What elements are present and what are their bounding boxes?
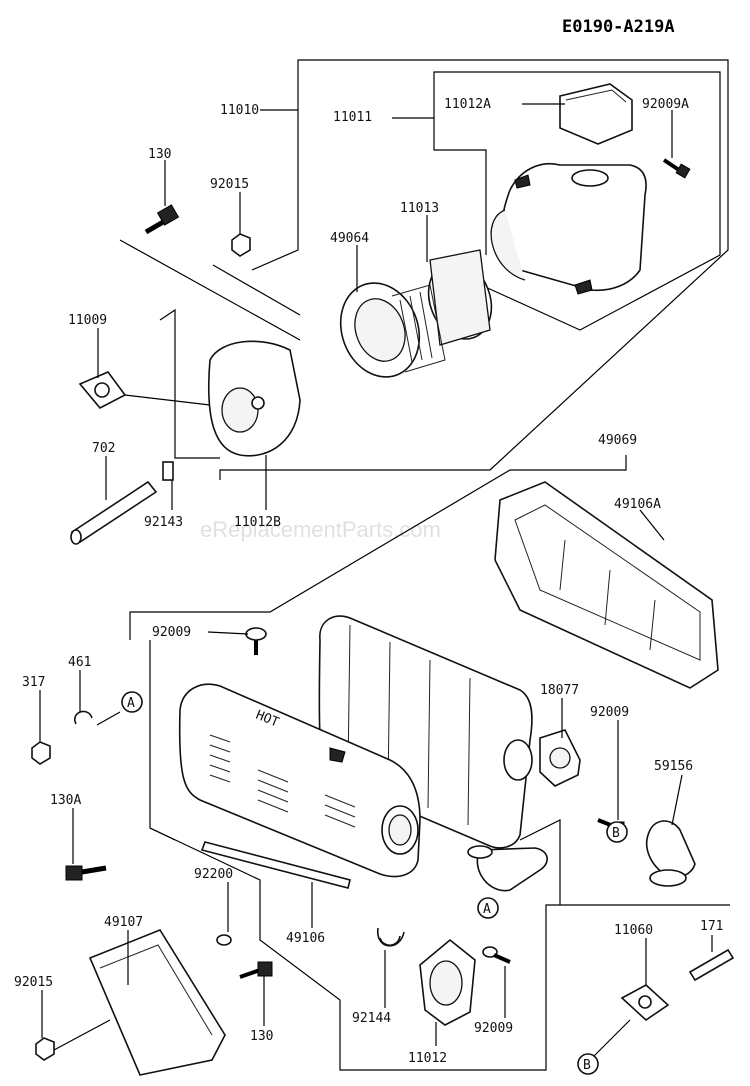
callout-B-bottom: B [577, 1053, 599, 1075]
screw-92009A [662, 158, 691, 179]
flange-11012 [419, 938, 476, 1026]
element-11013 [427, 249, 493, 346]
washer-92200 [216, 934, 232, 946]
nut-317 [31, 741, 51, 765]
callout-B-bottom-label: B [583, 1058, 591, 1073]
label-317: 317 [22, 675, 45, 690]
label-49106: 49106 [286, 931, 325, 946]
label-11013: 11013 [400, 201, 439, 216]
label-11011: 11011 [333, 110, 372, 125]
callout-A-left: A [121, 691, 143, 713]
label-92009A: 92009A [642, 97, 689, 112]
label-49064: 49064 [330, 231, 369, 246]
air-cleaner-frame [119, 59, 729, 480]
label-92015-top: 92015 [210, 177, 249, 192]
screw-92009-top [245, 627, 267, 655]
label-461: 461 [68, 655, 91, 670]
muffler-cover-49106: HOT [178, 683, 421, 878]
pipe-702 [70, 480, 158, 545]
label-130-top: 130 [148, 147, 171, 162]
pin-92143 [162, 461, 174, 481]
label-92015-bottom: 92015 [14, 975, 53, 990]
air-cleaner-case [490, 163, 647, 295]
label-49107: 49107 [104, 915, 143, 930]
stud-171 [688, 948, 735, 982]
leader-lines [39, 103, 713, 1061]
elbow-59156 [645, 820, 696, 887]
gasket-11009 [78, 371, 211, 410]
label-11012: 11012 [408, 1051, 447, 1066]
muffler-frame [129, 455, 730, 1071]
label-92143: 92143 [144, 515, 183, 530]
label-11010: 11010 [220, 103, 259, 118]
label-92009-top: 92009 [152, 625, 191, 640]
label-11012A: 11012A [444, 97, 491, 112]
cover-strip [200, 841, 351, 889]
callout-A-bottom-label: A [483, 902, 491, 917]
elbow-pipe [467, 845, 548, 892]
label-92200: 92200 [194, 867, 233, 882]
clamp-92144 [377, 927, 405, 947]
label-59156: 59156 [654, 759, 693, 774]
flange-18077 [539, 729, 581, 787]
label-11060: 11060 [614, 923, 653, 938]
label-11012B: 11012B [234, 515, 281, 530]
nut-92015-bottom [35, 1037, 55, 1061]
bolt-130A [65, 865, 107, 881]
bolt-130-top [144, 204, 180, 235]
label-92009-mid: 92009 [590, 705, 629, 720]
part-labels: 11010 11011 11012A 92009A 130 92015 1101… [14, 97, 723, 1066]
washer-461 [74, 710, 93, 725]
label-171: 171 [700, 919, 723, 934]
label-11009: 11009 [68, 313, 107, 328]
label-49069: 49069 [598, 433, 637, 448]
label-92009-bottom: 92009 [474, 1021, 513, 1036]
label-18077: 18077 [540, 683, 579, 698]
cover-11012A [559, 83, 633, 145]
shield-49107 [88, 929, 226, 1076]
watermark: eReplacementParts.com [200, 517, 441, 542]
label-130-bottom: 130 [250, 1029, 273, 1044]
gasket-11060 [620, 984, 670, 1022]
label-130A: 130A [50, 793, 81, 808]
bolt-130-bottom [239, 961, 273, 979]
filter-49064 [339, 282, 446, 378]
callout-A-left-label: A [127, 696, 135, 711]
label-92144: 92144 [352, 1011, 391, 1026]
shield-49106A [494, 481, 719, 689]
base-11012B [207, 340, 301, 457]
label-702: 702 [92, 441, 115, 456]
callout-A-bottom: A [477, 897, 499, 919]
nut-92015-top [231, 233, 251, 257]
diagram-code: E0190-A219A [562, 17, 675, 37]
callout-B-mid-label: B [612, 826, 620, 841]
screw-92009-bottom [482, 946, 511, 964]
callout-B-mid: B [606, 821, 628, 843]
label-49106A: 49106A [614, 497, 661, 512]
